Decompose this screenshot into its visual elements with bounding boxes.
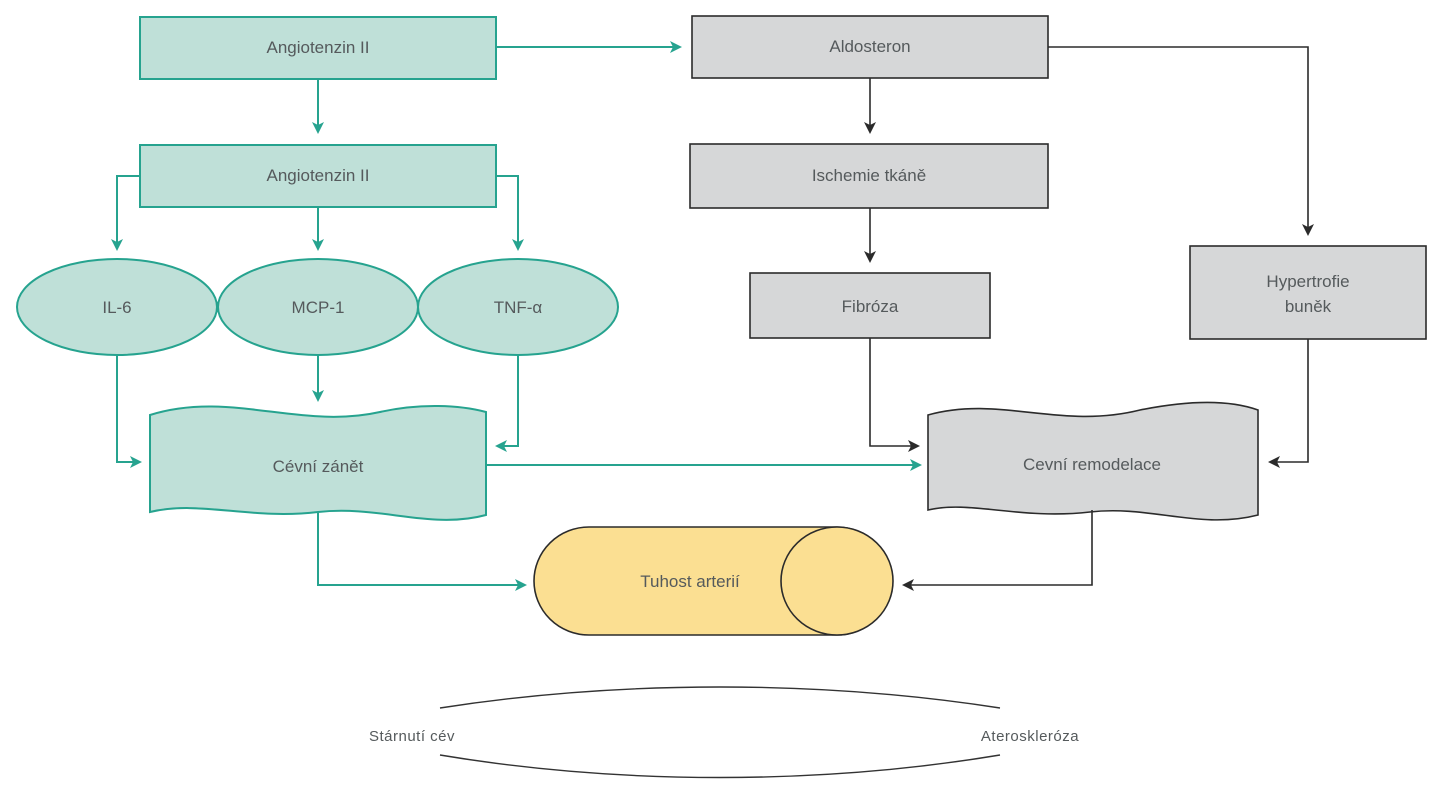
node-angiotenzin-mid: Angiotenzin II (139, 144, 497, 208)
node-aldosteron-label: Aldosteron (829, 37, 910, 56)
node-mcp1: MCP-1 (217, 258, 419, 356)
node-tuhost-arterii-label: Tuhost arterií (640, 572, 740, 591)
node-hypertrofie-label-line2: buněk (1285, 297, 1332, 316)
node-fibroza-label: Fibróza (842, 297, 899, 316)
arrow-aldosteron-to-hypertrofie (1048, 46, 1314, 236)
top-arc (439, 686, 1001, 709)
node-angiotenzin-top: Angiotenzin II (139, 16, 497, 80)
node-angiotenzin-mid-label: Angiotenzin II (266, 166, 369, 185)
node-hypertrofie: Hypertrofie buněk (1189, 245, 1427, 340)
arrow-remodelace-to-tuhost (902, 510, 1093, 591)
arrow-zanet-to-tuhost (317, 513, 527, 591)
node-aldosteron: Aldosteron (691, 15, 1049, 79)
bottom-arc (439, 754, 1001, 779)
black-connectors (864, 46, 1314, 591)
arrow-hypertrofie-to-remodelace (1268, 339, 1309, 468)
label-starnuti-cev: Stárnutí cév (369, 728, 455, 745)
node-tuhost-arterii: Tuhost arterií (533, 526, 894, 636)
arrow-fibroza-to-remodelace (869, 338, 920, 452)
label-ateroskleroza: Ateroskleróza (981, 728, 1079, 745)
node-ischemie-label: Ischemie tkáně (812, 166, 926, 185)
node-il6-label: IL-6 (102, 298, 131, 317)
teal-connectors (111, 41, 922, 591)
node-tnfa-label: TNF-α (494, 298, 543, 317)
arrow-tnfa-to-zanet (495, 355, 519, 452)
node-angiotenzin-top-label: Angiotenzin II (266, 38, 369, 57)
arrow-ang-mid-to-tnfa (496, 175, 524, 251)
node-il6: IL-6 (16, 258, 218, 356)
arrow-il6-to-zanet (116, 355, 142, 468)
node-tnfa: TNF-α (417, 258, 619, 356)
node-ischemie: Ischemie tkáně (689, 143, 1049, 209)
node-fibroza: Fibróza (749, 272, 991, 339)
node-cevni-zanet-label: Cévní zánět (273, 457, 364, 476)
node-cevni-remodelace: Cevní remodelace (927, 401, 1259, 521)
node-hypertrofie-label-line1: Hypertrofie (1266, 272, 1349, 291)
node-cevni-remodelace-label: Cevní remodelace (1023, 455, 1161, 474)
bottom-spectrum: Stárnutí cév Ateroskleróza (369, 686, 1079, 779)
node-cevni-zanet: Cévní zánět (149, 404, 487, 521)
arrow-ang-mid-to-il6 (111, 175, 140, 251)
node-mcp1-label: MCP-1 (292, 298, 345, 317)
